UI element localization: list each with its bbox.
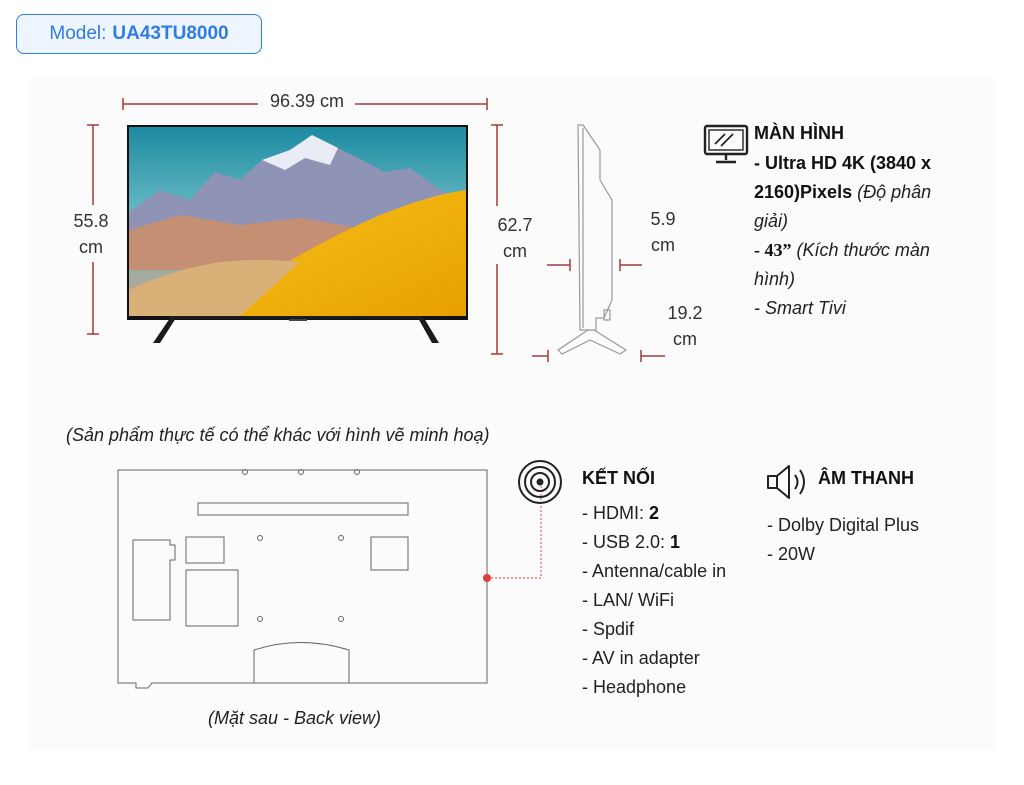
- tv-back-view: [117, 469, 488, 689]
- depth-label: 5.9 cm: [650, 209, 676, 255]
- stand-depth-label: 19.2 cm: [667, 303, 703, 349]
- antenna-item: - Antenna/cable in: [582, 561, 727, 581]
- stand-depth-dimension-line: [532, 350, 665, 362]
- av-item: - AV in adapter: [582, 648, 700, 668]
- back-view-caption: (Mặt sau - Back view): [208, 708, 382, 728]
- sound-title: ÂM THANH: [818, 468, 914, 488]
- resolution-spec: - Ultra HD 4K (3840 x 2160)Pixels (Độ ph…: [754, 153, 932, 231]
- power-item: - 20W: [767, 544, 816, 564]
- model-value: UA43TU8000: [112, 23, 229, 44]
- depth-dimension-line: [547, 259, 642, 271]
- screen-height-dimension-line: [87, 124, 99, 335]
- connectivity-title: KẾT NỐI: [582, 468, 656, 488]
- width-label: 96.39 cm: [269, 91, 345, 111]
- monitor-icon: [703, 124, 749, 164]
- size-spec: - 43” (Kích thước màn hình): [754, 240, 930, 289]
- connector-callout: [483, 483, 542, 582]
- screen-spec-list: - Ultra HD 4K (3840 x 2160)Pixels (Độ ph…: [754, 149, 964, 323]
- smart-spec: - Smart Tivi: [754, 298, 846, 318]
- dolby-item: - Dolby Digital Plus: [767, 515, 920, 535]
- model-label: Model:: [49, 23, 107, 44]
- headphone-item: - Headphone: [582, 677, 687, 697]
- signal-icon: [518, 460, 562, 504]
- sound-list: - Dolby Digital Plus - 20W: [767, 511, 957, 569]
- total-height-label: 62.7 cm: [497, 215, 533, 261]
- disclaimer-text: (Sản phẩm thực tế có thể khác với hình v…: [66, 425, 490, 445]
- lan-item: - LAN/ WiFi: [582, 590, 674, 610]
- screen-section-title: MÀN HÌNH: [754, 123, 844, 143]
- screen-height-label: 55.8 cm: [73, 211, 109, 257]
- tv-side-view: [557, 124, 628, 355]
- speaker-icon: [767, 465, 805, 499]
- connectivity-list: - HDMI: 2 - USB 2.0: 1 - Antenna/cable i…: [582, 499, 762, 702]
- width-dimension-line: [122, 98, 488, 110]
- model-badge: Model: UA43TU8000: [16, 14, 262, 54]
- spdif-item: - Spdif: [582, 619, 635, 639]
- hdmi-item: - HDMI: 2: [582, 503, 660, 523]
- total-height-dimension-line: [491, 124, 503, 355]
- tv-front-view: [127, 125, 468, 343]
- usb-item: - USB 2.0: 1: [582, 532, 681, 552]
